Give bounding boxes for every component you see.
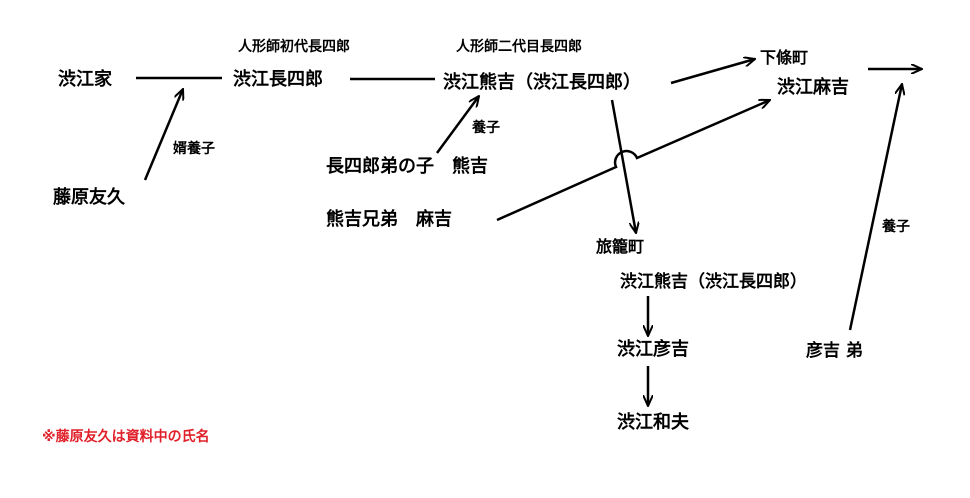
node-first-choshiro: 渋江長四郎 bbox=[233, 69, 323, 90]
arrow-yoshi-2 bbox=[848, 84, 902, 331]
label-first-generation: 人形師初代長四郎 bbox=[238, 39, 350, 55]
node-hatago-kumakichi: 渋江熊吉（渋江長四郎） bbox=[620, 272, 807, 292]
node-shibue-hikokichi: 渋江彦吉 bbox=[617, 339, 689, 360]
arrow-to-hatago bbox=[610, 99, 636, 233]
label-yoshi-1: 養子 bbox=[472, 120, 500, 136]
node-shibue-asakichi: 渋江麻吉 bbox=[777, 77, 849, 98]
node-hikokichi-brother: 彦吉 弟 bbox=[806, 341, 863, 361]
node-shibue-kazuo: 渋江和夫 bbox=[617, 412, 689, 433]
node-nephew-kumakichi: 長四郎弟の子 熊吉 bbox=[326, 156, 488, 177]
label-second-generation: 人形師二代目長四郎 bbox=[456, 39, 582, 55]
arrow-yoshi-1 bbox=[435, 96, 479, 154]
node-shibue-ke: 渋江家 bbox=[58, 69, 112, 90]
arrow-to-shimojo bbox=[670, 59, 755, 85]
label-hatago-town: 旅籠町 bbox=[596, 237, 645, 256]
node-second-kumakichi: 渋江熊吉（渋江長四郎） bbox=[443, 72, 641, 93]
footnote: ※藤原友久は資料中の氏名 bbox=[42, 429, 210, 445]
node-fujiwara-tomohisa: 藤原友久 bbox=[53, 187, 125, 208]
arrow-brother-to-shimojo bbox=[496, 100, 770, 222]
label-mukoyoshi: 婿養子 bbox=[173, 141, 215, 157]
node-brother-asakichi: 熊吉兄弟 麻吉 bbox=[326, 209, 452, 230]
arrow-mukoyoshi bbox=[143, 89, 183, 181]
label-shimojo-town: 下條町 bbox=[760, 48, 809, 67]
label-yoshi-2: 養子 bbox=[882, 219, 910, 235]
